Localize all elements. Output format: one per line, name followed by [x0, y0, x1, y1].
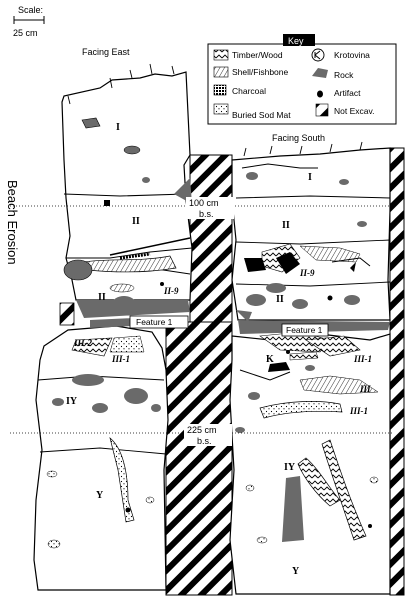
- unit-labels: I II II II-9 III-2 III-1 IY Y I II II-9 …: [66, 122, 372, 577]
- krotovina-icon: [311, 48, 325, 62]
- not-excavated-icon: [315, 103, 329, 117]
- south-profile: [229, 141, 391, 595]
- unit-south-II-top: II: [282, 220, 290, 231]
- feature-1-bands: Feature 1 Feature 1: [76, 300, 390, 337]
- artifact-icon: [317, 90, 323, 98]
- depth-100-unit: b.s.: [199, 209, 214, 219]
- timber-hatch-icon: [213, 49, 229, 61]
- feature-label-east: Feature 1: [136, 317, 173, 327]
- unit-east-II9: II-9: [163, 286, 179, 296]
- legend-label-charcoal: Charcoal: [232, 86, 266, 96]
- unit-east-I: I: [116, 122, 120, 133]
- unit-south-II9: II-9: [299, 268, 315, 278]
- unit-south-K: K: [266, 354, 274, 365]
- legend-label-timber: Timber/Wood: [232, 50, 283, 60]
- beach-erosion-label: Beach Erosion: [5, 180, 20, 265]
- east-profile: [33, 63, 193, 591]
- legend-title: Key: [288, 36, 304, 46]
- facing-south-label: Facing South: [272, 133, 325, 143]
- unit-east-III2: III-2: [73, 338, 93, 348]
- shell-fishbone-icon: [213, 66, 229, 78]
- scale-length: 25 cm: [13, 28, 38, 38]
- legend-label-rock: Rock: [334, 70, 354, 80]
- legend-label-shell: Shell/Fishbone: [232, 67, 289, 77]
- unit-south-III1c: III-1: [349, 406, 368, 416]
- unit-south-Y: Y: [292, 566, 300, 577]
- depth-225-value: 225 cm: [187, 425, 217, 435]
- charcoal-icon: [213, 84, 227, 96]
- unit-south-IY: IY: [284, 462, 296, 473]
- unit-south-III1a: III-1: [353, 354, 372, 364]
- rock-icon: [312, 68, 328, 78]
- unit-east-IY: IY: [66, 396, 78, 407]
- depth-100-value: 100 cm: [189, 198, 219, 208]
- depth-lines: 100 cm b.s. 225 cm b.s.: [10, 197, 392, 446]
- feature-label-south: Feature 1: [286, 325, 323, 335]
- unit-east-II-low: II: [98, 292, 106, 303]
- depth-225-unit: b.s.: [197, 436, 212, 446]
- unit-east-Y: Y: [96, 490, 104, 501]
- scale-bar: Scale: 25 cm: [13, 5, 45, 38]
- scale-title: Scale:: [18, 5, 43, 15]
- sod-mat-icon: [213, 103, 229, 115]
- facing-east-label: Facing East: [82, 47, 130, 57]
- unit-east-II-top: II: [132, 216, 140, 227]
- not-excavated-areas: [59, 147, 405, 596]
- legend-label-artifact: Artifact: [334, 88, 361, 98]
- legend-label-sod: Buried Sod Mat: [232, 110, 291, 120]
- legend: Key Timber/Wood Krotovina Shell/Fishbone…: [207, 34, 397, 125]
- legend-label-not-excavated: Not Excav.: [334, 106, 374, 116]
- unit-east-III1: III-1: [111, 354, 130, 364]
- unit-south-I: I: [308, 172, 312, 183]
- unit-south-II-low: II: [276, 294, 284, 305]
- legend-label-krotovina: Krotovina: [334, 50, 370, 60]
- unit-south-III-b: III: [359, 384, 371, 394]
